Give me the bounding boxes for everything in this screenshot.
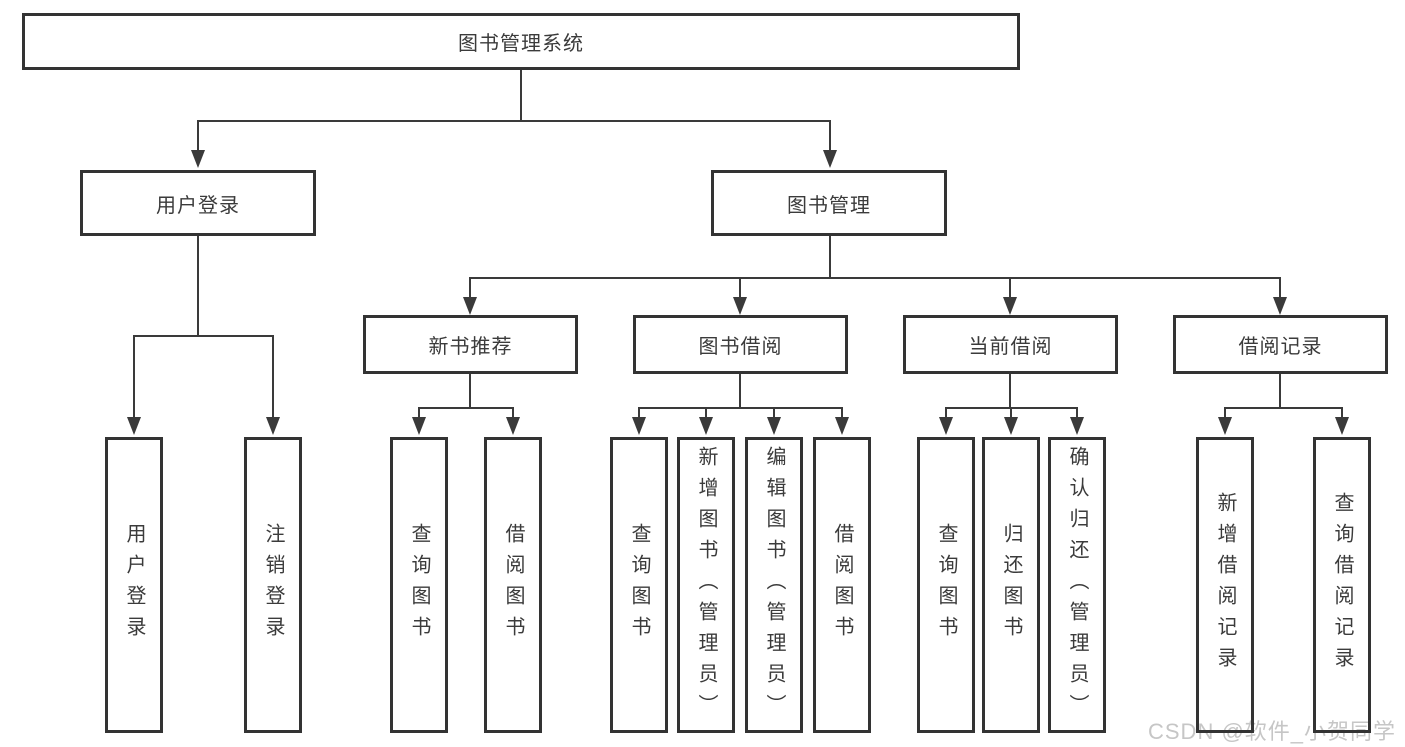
arrow-down-icon [632, 417, 646, 435]
connector-category-stem [469, 277, 471, 299]
arrow-down-icon [1218, 417, 1232, 435]
leaf-user-login: 用户登录 [105, 437, 163, 733]
arrow-down-icon [1004, 417, 1018, 435]
leaf-query-books: 查询图书 [390, 437, 448, 733]
leaf-add-book-admin: 新增图书（管理员） [677, 437, 735, 733]
connector-level2-splitter [197, 120, 831, 122]
connector-category-stem [1009, 277, 1011, 299]
arrow-down-icon [127, 417, 141, 435]
leaf-edit-book-admin: 编辑图书（管理员） [745, 437, 803, 733]
arrow-down-icon [412, 417, 426, 435]
arrow-down-icon [266, 417, 280, 435]
connector-leaf-stem [945, 407, 947, 419]
arrow-down-icon [1003, 297, 1017, 315]
connector-cat1-splitter [418, 407, 514, 409]
connector-leaf-stem [272, 335, 274, 419]
leaf-query-borrow-record: 查询借阅记录 [1313, 437, 1371, 733]
connector-leaf-stem [841, 407, 843, 419]
connector-book-mgmt-trunk [829, 236, 831, 279]
connector-category-splitter [469, 277, 1281, 279]
connector-category-stem [1279, 277, 1281, 299]
arrow-down-icon [767, 417, 781, 435]
arrow-down-icon [733, 297, 747, 315]
node-book-borrowing: 图书借阅 [633, 315, 848, 374]
connector-cat4-trunk [1279, 374, 1281, 409]
connector-user-login-stem [197, 120, 199, 152]
leaf-confirm-return-admin: 确认归还（管理员） [1048, 437, 1106, 733]
node-current-borrowing: 当前借阅 [903, 315, 1118, 374]
leaf-query-books: 查询图书 [610, 437, 668, 733]
connector-leaf-stem [1224, 407, 1226, 419]
connector-leaf-stem [418, 407, 420, 419]
connector-cat1-trunk [469, 374, 471, 409]
node-borrowing-records: 借阅记录 [1173, 315, 1388, 374]
connector-leaf-stem [638, 407, 640, 419]
arrow-down-icon [191, 150, 205, 168]
connector-root-stem [520, 70, 522, 122]
connector-cat4-splitter [1224, 407, 1343, 409]
arrow-down-icon [1070, 417, 1084, 435]
node-user-login: 用户登录 [80, 170, 316, 236]
leaf-return-book: 归还图书 [982, 437, 1040, 733]
connector-category-stem [739, 277, 741, 299]
leaf-borrow-books: 借阅图书 [813, 437, 871, 733]
connector-leaf-stem [705, 407, 707, 419]
arrow-down-icon [463, 297, 477, 315]
arrow-down-icon [939, 417, 953, 435]
node-new-book-recommend: 新书推荐 [363, 315, 578, 374]
node-book-management: 图书管理 [711, 170, 947, 236]
leaf-add-borrow-record: 新增借阅记录 [1196, 437, 1254, 733]
arrow-down-icon [506, 417, 520, 435]
connector-leaf-stem [1076, 407, 1078, 419]
connector-leaf-stem [512, 407, 514, 419]
connector-leaf-stem [133, 335, 135, 419]
connector-leaf-stem [773, 407, 775, 419]
connector-user-login-splitter [133, 335, 274, 337]
arrow-down-icon [823, 150, 837, 168]
arrow-down-icon [1335, 417, 1349, 435]
connector-cat3-trunk [1009, 374, 1011, 409]
connector-book-mgmt-stem [829, 120, 831, 152]
leaf-logout: 注销登录 [244, 437, 302, 733]
connector-cat2-splitter [638, 407, 843, 409]
arrow-down-icon [699, 417, 713, 435]
arrow-down-icon [835, 417, 849, 435]
leaf-borrow-books: 借阅图书 [484, 437, 542, 733]
leaf-query-books: 查询图书 [917, 437, 975, 733]
arrow-down-icon [1273, 297, 1287, 315]
connector-leaf-stem [1010, 407, 1012, 419]
node-root: 图书管理系统 [22, 13, 1020, 70]
connector-leaf-stem [1341, 407, 1343, 419]
connector-user-login-trunk [197, 236, 199, 337]
connector-cat2-trunk [739, 374, 741, 409]
